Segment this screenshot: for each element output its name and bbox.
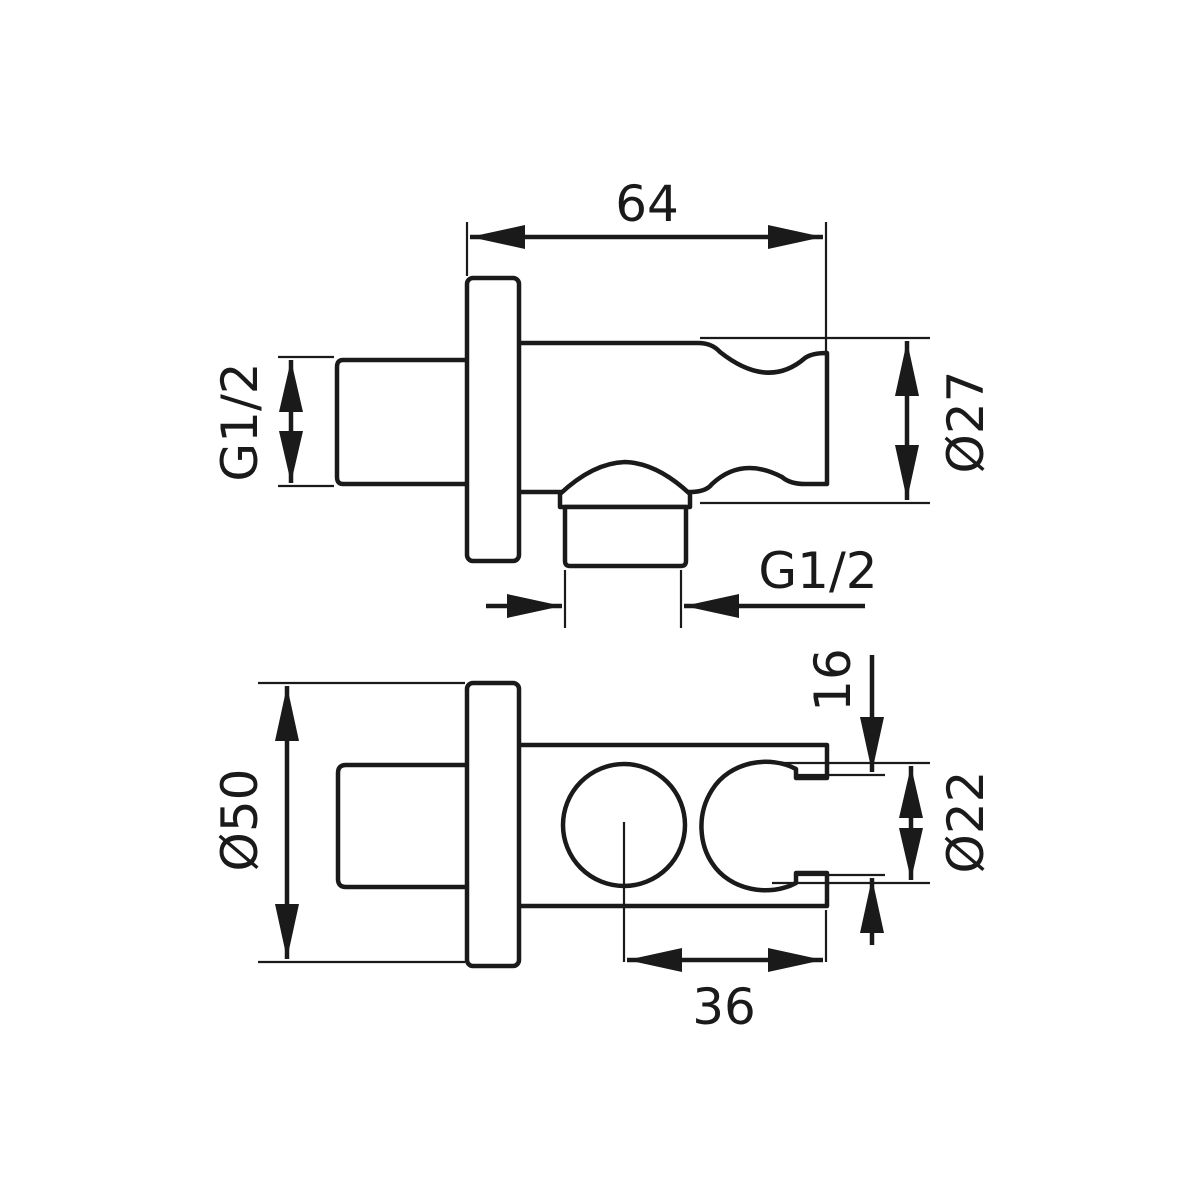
dim-64: 64 <box>465 175 828 353</box>
side-flange <box>464 275 522 564</box>
dim-36: 36 <box>627 910 828 1036</box>
side-inlet-connector <box>334 357 473 487</box>
dim-22-label: Ø22 <box>937 771 995 874</box>
dim-16-label: 16 <box>804 648 862 712</box>
dim-27-label: Ø27 <box>937 371 995 474</box>
side-outlet-nut <box>562 504 689 569</box>
side-outlet-dome <box>557 459 693 510</box>
dim-50: Ø50 <box>211 681 465 964</box>
dim-16: 16 <box>798 648 885 945</box>
top-flange <box>464 680 522 969</box>
top-connector <box>335 762 473 890</box>
dim-outlet-thread: G1/2 <box>486 542 878 628</box>
side-view <box>334 275 830 569</box>
dim-36-label: 36 <box>692 978 756 1036</box>
dim-50-label: Ø50 <box>211 769 269 872</box>
dim-outlet-thread-label: G1/2 <box>758 542 877 600</box>
dim-64-label: 64 <box>615 175 679 233</box>
dim-inlet-thread-label: G1/2 <box>211 362 269 481</box>
side-body <box>513 340 830 495</box>
dim-22: Ø22 <box>772 761 995 885</box>
dim-inlet-thread: G1/2 <box>211 355 334 488</box>
dim-27: Ø27 <box>700 336 995 505</box>
top-view <box>335 680 830 969</box>
